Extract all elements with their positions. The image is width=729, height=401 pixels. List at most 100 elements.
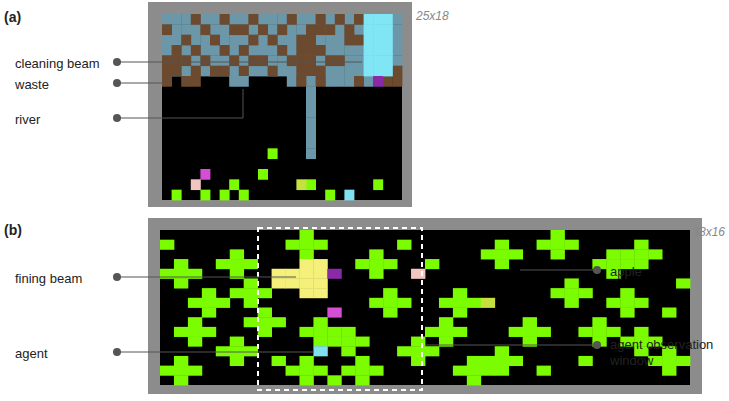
grid-cell (191, 45, 201, 56)
leader-line (117, 89, 243, 118)
grid-cell (316, 14, 326, 25)
grid-cell (162, 66, 172, 77)
part-label-slot: agent (15, 344, 48, 362)
grid-cell (191, 76, 201, 87)
grid-cell (181, 66, 191, 77)
grid-cell (354, 55, 364, 66)
grid-cell (344, 14, 354, 25)
grid-cell (162, 24, 172, 35)
grid-cell (258, 24, 268, 35)
grid-cell (439, 317, 453, 327)
grid-cell (364, 35, 374, 46)
grid-cell (425, 327, 439, 337)
grid-cell (230, 249, 244, 259)
grid-cell (383, 308, 397, 318)
grid-cell (216, 346, 230, 356)
grid-cell (220, 190, 230, 201)
grid-cell (172, 35, 182, 46)
leader-dot (113, 348, 121, 356)
grid-cell (313, 346, 327, 356)
grid-cell (200, 190, 210, 201)
grid-cell (383, 66, 393, 77)
grid-cell (373, 24, 383, 35)
grid-cell (296, 55, 306, 66)
grid-cell (296, 35, 306, 46)
grid-cell (341, 346, 355, 356)
grid-cell (537, 366, 551, 376)
grid-cell (481, 366, 495, 376)
grid-cell (200, 45, 210, 56)
grid-cell (439, 298, 453, 308)
grid-cell (467, 298, 481, 308)
grid-cell (325, 35, 335, 46)
grid-cell (299, 259, 313, 269)
grid-cell (306, 14, 316, 25)
part-label: apple (610, 264, 642, 280)
grid-cell (296, 179, 306, 190)
grid-cell (306, 179, 316, 190)
grid-cell (327, 375, 341, 385)
grid-cell (306, 66, 316, 77)
grid-cell (296, 66, 306, 77)
grid-cell (191, 35, 201, 46)
part-label-slot: agent observation window (610, 337, 722, 369)
grid-cell (592, 327, 606, 337)
grid-cell (258, 169, 268, 180)
grid-cell (286, 240, 300, 250)
grid-cell (392, 14, 402, 25)
grid-cell (495, 366, 509, 376)
grid-cell (191, 179, 201, 190)
grid-cell (383, 35, 393, 46)
grid-cell (373, 24, 383, 35)
grid-cell (188, 366, 202, 376)
grid-cell (335, 55, 345, 66)
grid-cell (220, 55, 230, 66)
grid-cell (335, 45, 345, 56)
grid-cell (200, 55, 210, 66)
grid-cell (620, 298, 634, 308)
grid-cell (453, 366, 467, 376)
grid-cell (210, 66, 220, 77)
grid-cell (335, 24, 345, 35)
grid-cell (200, 24, 210, 35)
grid-cell (373, 55, 383, 66)
grid-cell (229, 45, 239, 56)
grid-cell (411, 337, 425, 347)
grid-cell (268, 35, 278, 46)
grid-cell (551, 249, 565, 259)
grid-cell (313, 288, 327, 298)
grid-cell (662, 356, 676, 366)
grid-cell (316, 14, 326, 25)
grid-cell (268, 148, 278, 159)
grid-cell (397, 298, 411, 308)
grid-cell (551, 288, 565, 298)
grid-cell (383, 55, 393, 66)
grid-cell (606, 298, 620, 308)
grid-cell (296, 45, 306, 56)
grid-cell (392, 24, 402, 35)
grid-cell (258, 45, 268, 56)
grid-cell (162, 66, 172, 77)
grid-cell (354, 76, 364, 87)
leader-line (117, 277, 296, 278)
grid-cell (229, 14, 239, 25)
grid-cell (174, 278, 188, 288)
grid-size-slot: 25x18 (416, 6, 449, 24)
grid-cell (383, 66, 393, 77)
grid-cell (287, 45, 297, 56)
grid-cell (191, 66, 201, 77)
grid-cell (244, 346, 258, 356)
grid-cell (453, 308, 467, 318)
grid-cell (306, 107, 316, 118)
grid-cell (364, 24, 374, 35)
grid-cell (191, 24, 201, 35)
grid-cell (258, 66, 268, 77)
grid-cell (239, 45, 249, 56)
grid-cell (383, 45, 393, 56)
grid-cell (564, 240, 578, 250)
panel-letter-slot: (b) (4, 221, 22, 239)
grid-cell (606, 249, 620, 259)
grid-cell (277, 66, 287, 77)
grid-cell (299, 356, 313, 366)
grid-cell (272, 356, 286, 366)
